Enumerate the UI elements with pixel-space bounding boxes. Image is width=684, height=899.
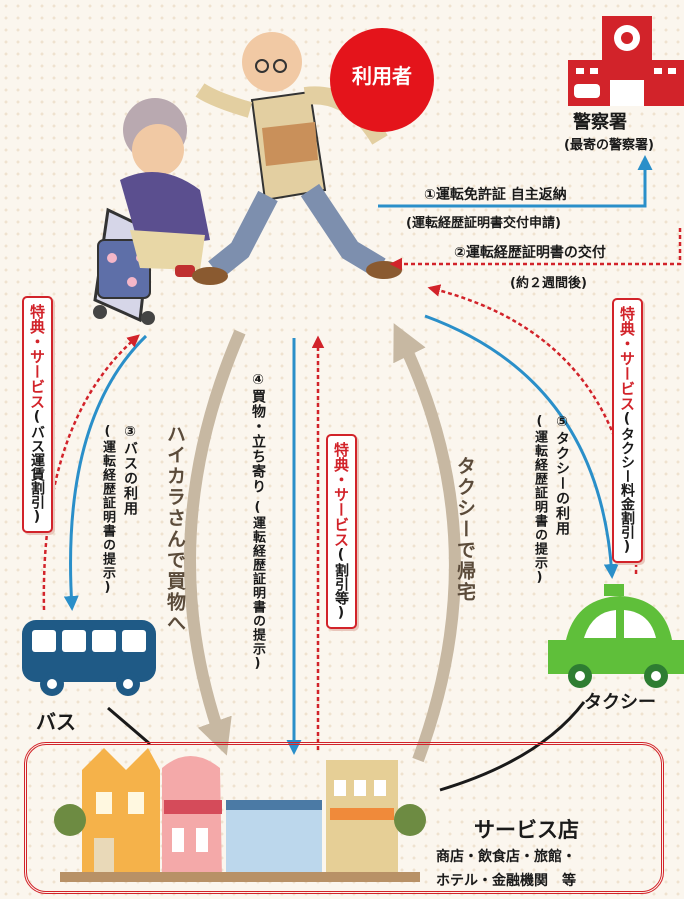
- step2-label: ②運転経歴証明書の交付: [454, 245, 606, 261]
- taxi-use-arrow: [424, 314, 619, 579]
- user-badge: 利用者: [330, 28, 434, 132]
- step2-sublabel: (約２週間後): [510, 276, 587, 291]
- shop-benefit-sub: (割引等): [333, 547, 349, 621]
- step5-label: ⑤タクシーの利用: [554, 414, 570, 536]
- service-shop-frame: [24, 742, 664, 894]
- bus-benefit-title: 特典・サービス: [28, 304, 46, 409]
- police-sublabel: (最寄の警察署): [564, 138, 654, 153]
- bus-benefit-box: 特典・サービス(バス運賃割引): [22, 296, 53, 533]
- service-title: サービス店: [474, 818, 579, 842]
- taxi-benefit-title: 特典・サービス: [618, 306, 636, 411]
- bus-benefit-sub: (バス運賃割引): [29, 409, 45, 525]
- service-line1: 商店・飲食店・旅館・: [436, 849, 576, 865]
- shop-benefit-title: 特典・サービス: [332, 442, 350, 547]
- step1-arrow: [378, 155, 653, 208]
- step4-label: ④買物・立ち寄り: [250, 372, 266, 494]
- haikara-label: ハイカラさんで買物へ: [164, 424, 186, 634]
- haikara-arrow: [184, 329, 246, 756]
- bus-icon: [22, 620, 156, 696]
- taxi-home-label: タクシーで帰宅: [454, 456, 476, 603]
- taxi-benefit-sub: (タクシー料金割引): [619, 411, 635, 555]
- bus-use-arrow: [63, 334, 148, 611]
- taxi-icon: [548, 584, 684, 688]
- step2-arrow: [389, 228, 682, 271]
- step1-sublabel: (運転経歴証明書交付申請): [406, 216, 561, 231]
- service-line2: ホテル・金融機関 等: [436, 873, 576, 889]
- step1-label: ①運転免許証 自主返納: [424, 187, 567, 203]
- step4-sublabel: (運転経歴証明書の提示): [250, 500, 265, 672]
- step3-label: ③バスの利用: [122, 424, 138, 516]
- taxi-label: タクシー: [584, 692, 656, 713]
- taxi-home-arrow: [393, 323, 461, 763]
- step5-sublabel: (運転経歴証明書の提示): [532, 414, 547, 586]
- taxi-benefit-box: 特典・サービス(タクシー料金割引): [612, 298, 643, 563]
- bus-label: バス: [36, 710, 76, 734]
- police-station-icon: [568, 16, 684, 106]
- shop-benefit-box: 特典・サービス(割引等): [326, 434, 357, 629]
- step3-sublabel: (運転経歴証明書の提示): [100, 424, 115, 596]
- police-label: 警察署: [573, 112, 627, 133]
- shops-illustration: [54, 748, 426, 882]
